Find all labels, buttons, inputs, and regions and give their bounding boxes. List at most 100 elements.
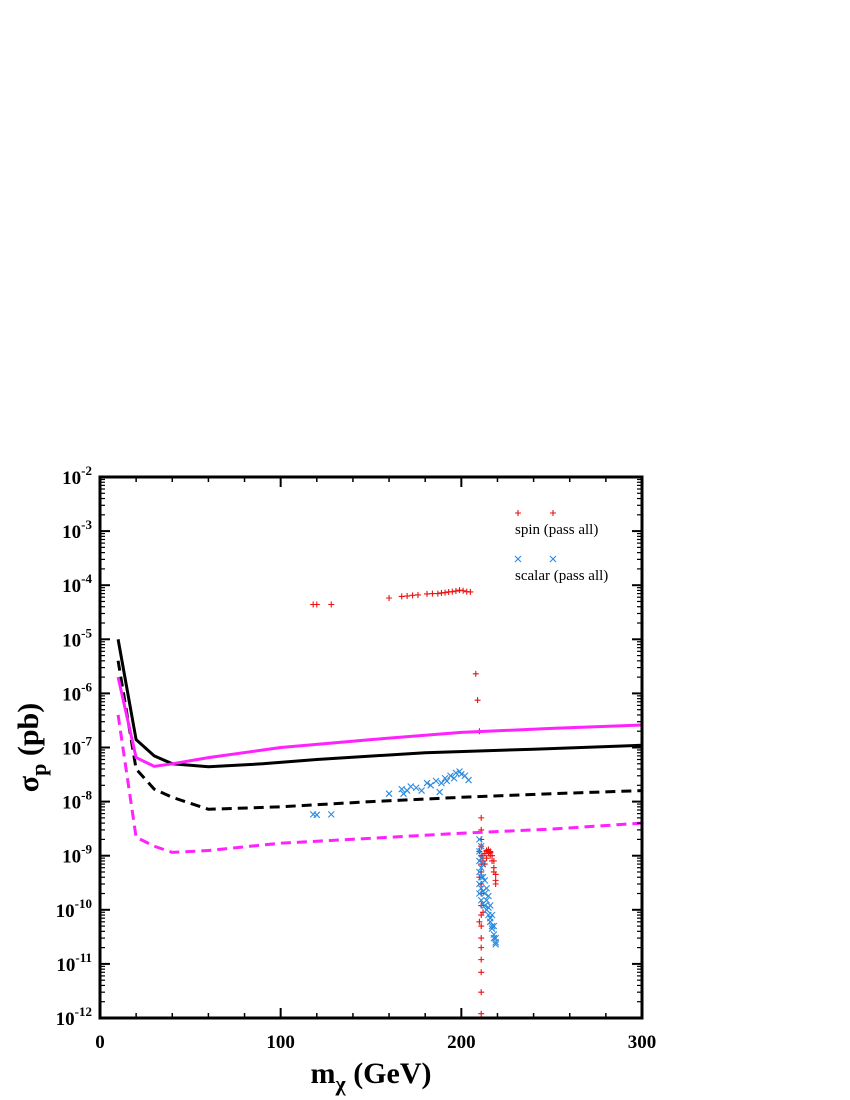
y-tick-label: 10-5: [62, 625, 92, 651]
data-point: [479, 873, 487, 881]
data-point: [460, 587, 467, 594]
data-point: [481, 890, 489, 897]
data-point: [478, 944, 485, 951]
data-point: [424, 590, 431, 597]
data-point: [436, 788, 444, 796]
data-point: [478, 989, 485, 996]
data-point: [480, 909, 487, 916]
data-point: [423, 779, 431, 787]
data-point: [418, 787, 425, 794]
data-point: [478, 935, 485, 942]
data-point: [327, 811, 335, 818]
data-point: [480, 857, 487, 864]
data-point: [385, 790, 393, 798]
data-point: [313, 811, 321, 819]
data-point: [481, 902, 489, 909]
data-point: [492, 940, 500, 948]
data-point: [490, 934, 498, 942]
data-point: [487, 849, 494, 856]
x-axis-title: mχ (GeV): [311, 1057, 432, 1096]
data-point: [476, 880, 483, 888]
data-point: [457, 770, 465, 778]
data-point: [476, 848, 483, 855]
data-point: [328, 601, 335, 608]
y-tick-label: 10-6: [62, 679, 92, 705]
data-point: [452, 588, 459, 595]
data-point: [409, 592, 416, 599]
data-point: [483, 847, 490, 854]
data-point: [483, 896, 491, 904]
data-point: [472, 670, 479, 677]
legend-marker: [514, 555, 522, 563]
legend-marker: [515, 510, 521, 516]
limit-curve-3: [116, 660, 642, 811]
data-point: [404, 593, 411, 600]
y-tick-label: 10-9: [62, 842, 92, 868]
legend-marker: [550, 510, 556, 516]
data-point: [492, 880, 499, 887]
data-point: [429, 590, 436, 597]
legend: spin (pass all) scalar (pass all): [514, 510, 608, 584]
x-tick-label: 0: [95, 1032, 105, 1053]
axis-ticks: 0 100 200 300 10-2 10-3 10-4 10-5 10-6 10-7 10-8 10…: [56, 463, 657, 1053]
data-point: [476, 918, 483, 925]
y-axis-title: σp (pb): [12, 703, 51, 792]
data-point: [398, 785, 406, 793]
legend-label: spin (pass all): [515, 522, 598, 538]
data-point: [490, 868, 497, 875]
data-point: [488, 911, 496, 919]
data-point: [485, 892, 492, 900]
data-point: [407, 783, 415, 790]
data-point: [483, 884, 491, 892]
y-tick-label: 10-4: [62, 571, 92, 597]
x-tick-label: 200: [447, 1032, 476, 1053]
y-tick-label: 10-11: [56, 950, 92, 976]
data-point: [479, 860, 487, 868]
data-point: [456, 587, 463, 594]
data-point: [412, 784, 420, 792]
y-tick-label: 10-12: [56, 1004, 92, 1030]
data-point: [449, 588, 456, 595]
series-line: [116, 676, 642, 768]
data-point: [490, 922, 498, 930]
series-line: [116, 639, 642, 769]
limit-curve-2: [116, 639, 642, 769]
data-point: [442, 589, 449, 596]
data-point: [477, 896, 485, 904]
y-tick-label: 10-7: [62, 734, 92, 760]
data-point: [386, 594, 393, 601]
y-tick-label: 10-8: [62, 788, 92, 814]
y-tick-label: 10-2: [62, 463, 92, 489]
series-line: [116, 660, 642, 811]
data-point: [452, 769, 460, 777]
data-point: [432, 777, 440, 785]
data-point: [492, 938, 500, 946]
legend-marker: [549, 555, 557, 563]
data-point: [443, 777, 451, 785]
data-point: [450, 774, 458, 782]
x-tick-label: 100: [266, 1032, 295, 1053]
data-point: [477, 842, 485, 850]
x-tick-label: 300: [628, 1032, 657, 1053]
data-point: [486, 902, 494, 909]
data-point: [483, 855, 490, 862]
data-point: [477, 864, 485, 872]
data-point: [427, 781, 435, 789]
legend-label: scalar (pass all): [515, 568, 608, 584]
data-point: [477, 854, 485, 862]
data-point: [478, 1010, 485, 1017]
y-tick-label: 10-10: [56, 896, 92, 922]
series-line: [116, 714, 642, 854]
data-point: [478, 956, 485, 963]
data-point: [489, 857, 496, 864]
data-point: [313, 601, 320, 608]
data-point: [447, 772, 454, 780]
data-point: [414, 591, 421, 598]
data-point: [478, 969, 485, 976]
limit-curve-4: [116, 676, 642, 768]
data-point: [474, 697, 481, 704]
y-tick-label: 10-3: [62, 517, 92, 543]
data-point: [478, 814, 485, 821]
